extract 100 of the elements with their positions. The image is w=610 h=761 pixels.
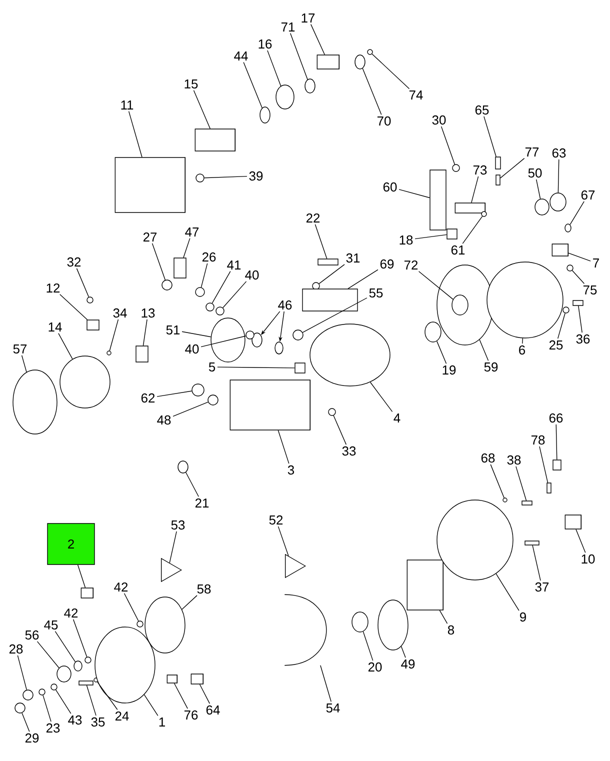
callout-number: 10 xyxy=(582,554,595,564)
callout-number: 47 xyxy=(185,228,199,236)
leader-line xyxy=(500,158,525,178)
callout-number: 73 xyxy=(473,165,487,175)
callout-number: 76 xyxy=(184,710,198,720)
ring-part xyxy=(22,690,34,700)
ring-part xyxy=(550,192,566,212)
leader-line xyxy=(204,176,248,178)
callout-number: 19 xyxy=(442,365,456,375)
leader-line xyxy=(278,526,289,556)
callout-number: 26 xyxy=(202,252,216,262)
leader-line xyxy=(536,179,541,200)
ring-part xyxy=(310,324,390,386)
callout-number: 58 xyxy=(197,584,211,594)
block-part xyxy=(496,174,500,186)
ring-part xyxy=(481,211,487,217)
leader-line xyxy=(484,116,496,157)
ring-part xyxy=(196,174,204,182)
callout-number: 41 xyxy=(227,260,241,270)
callout-number: 53 xyxy=(171,520,185,530)
leader-line xyxy=(572,270,585,284)
leader-line xyxy=(97,682,118,710)
leader-line xyxy=(156,390,192,397)
callout-number: 35 xyxy=(91,717,105,727)
callout-number: 64 xyxy=(206,705,220,715)
leader-line xyxy=(142,319,148,346)
leader-line xyxy=(557,312,566,339)
ring-part xyxy=(178,460,188,474)
ring-part xyxy=(486,262,564,338)
ring-part xyxy=(276,84,294,110)
callout-number: 14 xyxy=(48,322,62,332)
leader-line xyxy=(21,355,27,372)
ring-part xyxy=(292,330,304,340)
callout-number: 37 xyxy=(535,582,549,592)
ring-part xyxy=(38,688,46,696)
block-part xyxy=(446,228,458,240)
callout-number: 40 xyxy=(185,344,199,354)
leader-line xyxy=(60,294,88,320)
callout-number: 46 xyxy=(278,300,292,310)
callout-number: 74 xyxy=(409,90,423,100)
leader-line xyxy=(128,110,142,158)
callout-number: 48 xyxy=(157,415,171,425)
leader-line xyxy=(17,655,27,690)
callout-number: 30 xyxy=(432,115,446,125)
callout-number: 40 xyxy=(245,270,259,280)
callout-number: 27 xyxy=(143,232,157,242)
leader-line xyxy=(471,176,479,203)
callout-number: 52 xyxy=(269,515,283,525)
callout-number: 32 xyxy=(67,257,81,267)
cylinder-part xyxy=(190,674,204,684)
cylinder-part xyxy=(114,157,186,213)
ring-part xyxy=(195,287,205,297)
leader-line xyxy=(186,472,199,497)
ring-part xyxy=(86,296,94,304)
ring-part xyxy=(74,660,82,672)
cylinder-part xyxy=(80,588,94,598)
leader-line xyxy=(302,298,368,333)
callout-number: 66 xyxy=(549,413,563,423)
callout-number: 9 xyxy=(520,612,526,622)
leader-line xyxy=(36,641,60,668)
leader-line xyxy=(243,62,262,108)
leader-line xyxy=(314,224,328,259)
callout-number: 18 xyxy=(400,235,413,245)
leader-line xyxy=(440,126,456,165)
shield-part xyxy=(284,594,327,666)
callout-number: 75 xyxy=(583,286,597,295)
leader-line xyxy=(516,466,527,501)
leader-line xyxy=(400,646,406,658)
ring-part xyxy=(452,294,468,316)
ring-part xyxy=(136,620,144,628)
leader-line xyxy=(278,430,290,464)
callout-number: 65 xyxy=(475,105,489,115)
block-part xyxy=(294,362,306,374)
block-part xyxy=(318,258,338,266)
ring-part xyxy=(354,54,366,70)
callout-number: 24 xyxy=(115,711,129,721)
cylinder-part xyxy=(194,128,236,152)
leader-line xyxy=(568,252,591,262)
cylinder-part xyxy=(552,244,569,256)
callout-number: 36 xyxy=(576,334,590,344)
callout-number: 67 xyxy=(581,190,595,200)
block-part xyxy=(86,320,100,330)
leader-line xyxy=(152,243,166,280)
leader-line xyxy=(490,464,504,498)
leader-line xyxy=(462,216,483,244)
leader-line xyxy=(199,684,210,704)
callout-number: 70 xyxy=(377,116,391,126)
leader-line xyxy=(570,201,584,225)
leader-line xyxy=(556,424,558,460)
callout-number: 4 xyxy=(394,414,400,422)
ring-part xyxy=(210,318,246,362)
ring-part xyxy=(378,600,408,650)
leader-line xyxy=(414,234,447,240)
ring-part xyxy=(56,666,72,682)
ring-part xyxy=(12,370,58,434)
leader-line xyxy=(72,619,88,658)
callout-number: 69 xyxy=(380,259,394,269)
ring-part xyxy=(216,306,224,316)
leader-line xyxy=(310,24,325,55)
callout-number: 72 xyxy=(404,260,418,270)
